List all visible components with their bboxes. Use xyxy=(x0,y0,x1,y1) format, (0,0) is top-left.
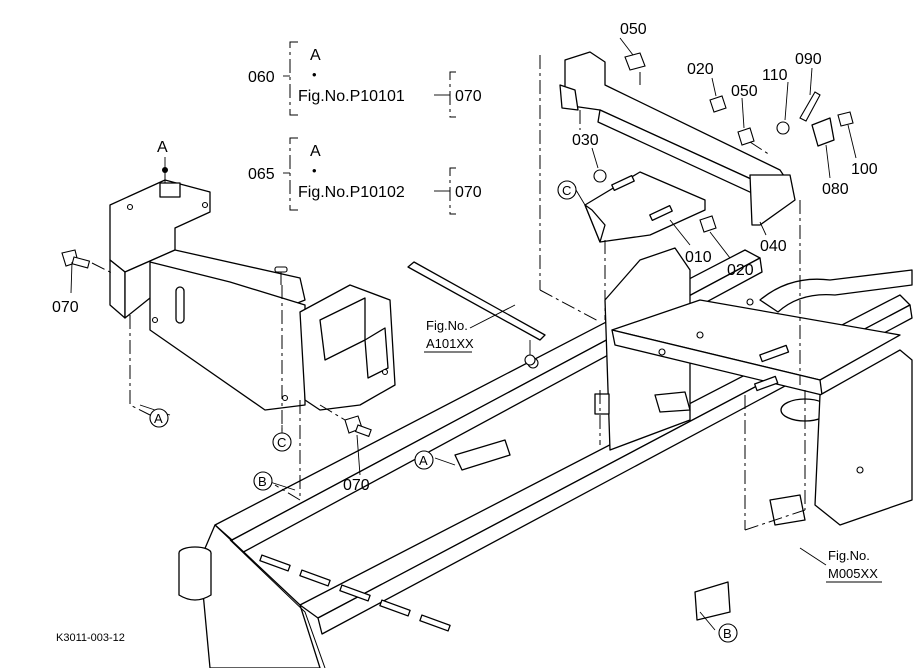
subref1-dot: • xyxy=(312,67,317,82)
reference-code: K3011-003-12 xyxy=(56,632,125,644)
label-070-sub1: 070 xyxy=(455,88,482,105)
label-060: 060 xyxy=(248,69,275,86)
label-070-bottom: 070 xyxy=(343,477,370,494)
rear-bumper xyxy=(759,269,913,313)
leader-lines xyxy=(70,37,857,631)
marker-a-circle-2 xyxy=(414,450,434,470)
end-bracket-040 xyxy=(749,174,796,226)
marker-a-top: A xyxy=(157,139,168,156)
cylinder-body xyxy=(178,553,212,601)
label-090: 090 xyxy=(795,51,822,68)
plate-080 xyxy=(811,117,835,147)
small-bracket-3 xyxy=(454,439,511,471)
label-010: 010 xyxy=(685,249,712,266)
bracket-top-tab xyxy=(159,182,181,198)
part-labels: 050 020 050 110 090 100 080 040 010 020 … xyxy=(52,21,878,494)
marker-a-dot xyxy=(162,167,168,173)
pin-090 xyxy=(799,91,821,122)
label-050: 050 xyxy=(731,83,758,100)
small-bracket-4 xyxy=(769,494,806,526)
deck-slot-1 xyxy=(759,344,790,363)
frame-reference-lines xyxy=(599,390,806,531)
marker-a-circle-1 xyxy=(149,408,169,428)
small-bracket-2 xyxy=(654,391,691,413)
small-pin xyxy=(274,266,288,285)
fig-ref-a101: Fig.No. A101XX xyxy=(424,318,474,353)
label-020-top: 020 xyxy=(687,61,714,78)
strap-nut xyxy=(524,354,536,366)
main-frame xyxy=(178,247,913,668)
center-strap xyxy=(407,261,546,366)
svg-text:A101XX: A101XX xyxy=(426,336,474,351)
bolt-070-bottom xyxy=(344,415,372,438)
svg-text:A: A xyxy=(419,453,428,468)
svg-text:B: B xyxy=(723,626,732,641)
upper-reference-lines xyxy=(539,55,801,385)
subref2-fig: Fig.No.P10102 xyxy=(298,184,405,201)
fig-ref-m005: Fig.No. M005XX xyxy=(826,548,882,583)
label-030: 030 xyxy=(572,132,599,149)
label-070-sub2: 070 xyxy=(455,184,482,201)
svg-text:M005XX: M005XX xyxy=(828,566,878,581)
svg-text:C: C xyxy=(562,183,571,198)
bolt-070-left xyxy=(61,249,91,269)
label-080: 080 xyxy=(822,181,849,198)
left-bracket-assembly xyxy=(109,179,396,411)
rear-right-plate xyxy=(814,349,913,526)
bolt-050-top xyxy=(624,52,646,71)
front-beam-slots xyxy=(259,554,451,632)
svg-text:Fig.No.: Fig.No. xyxy=(828,548,870,563)
label-050-top: 050 xyxy=(620,21,647,38)
label-020-bottom: 020 xyxy=(727,262,754,279)
bolt-020-bottom xyxy=(699,215,717,233)
subref2-letter: A xyxy=(310,143,321,160)
marker-b-circle-2 xyxy=(718,623,738,643)
small-bracket-1 xyxy=(594,393,610,415)
svg-text:A: A xyxy=(154,411,163,426)
label-065: 065 xyxy=(248,166,275,183)
strap xyxy=(407,261,546,341)
bracket-main-panel xyxy=(149,261,306,411)
marker-b-circle-1 xyxy=(253,471,273,491)
label-100: 100 xyxy=(851,161,878,178)
label-070-left: 070 xyxy=(52,299,79,316)
circled-markers: A A B B C C xyxy=(149,180,738,643)
front-beam xyxy=(199,524,321,668)
subref1-fig: Fig.No.P10101 xyxy=(298,88,405,105)
subref-braces xyxy=(283,41,456,215)
subref1-letter: A xyxy=(310,47,321,64)
bolt-020-top xyxy=(709,95,727,113)
bolt-100 xyxy=(837,111,854,127)
svg-text:B: B xyxy=(258,474,267,489)
marker-c-circle-1 xyxy=(272,432,292,452)
upper-right-assembly xyxy=(559,51,854,243)
marker-c-circle-2 xyxy=(557,180,577,200)
subref-text: A • Fig.No.P10101 A • Fig.No.P10102 xyxy=(298,47,405,201)
deck-slot-2 xyxy=(753,375,779,392)
label-110: 110 xyxy=(762,67,788,84)
bolt-050 xyxy=(737,127,755,146)
front-beam-edge xyxy=(229,539,326,668)
small-bracket-B xyxy=(694,581,731,621)
svg-text:C: C xyxy=(277,435,286,450)
bracket-slot xyxy=(175,286,185,324)
label-040: 040 xyxy=(760,238,787,255)
subref2-dot: • xyxy=(312,163,317,178)
nut-110 xyxy=(776,121,790,135)
svg-text:Fig.No.: Fig.No. xyxy=(426,318,468,333)
upper-rail-tab xyxy=(559,84,579,111)
bracket-reference-lines xyxy=(91,172,346,501)
nut-030 xyxy=(593,169,607,183)
bracket-right-lip xyxy=(364,327,389,379)
channel-side xyxy=(584,204,606,243)
